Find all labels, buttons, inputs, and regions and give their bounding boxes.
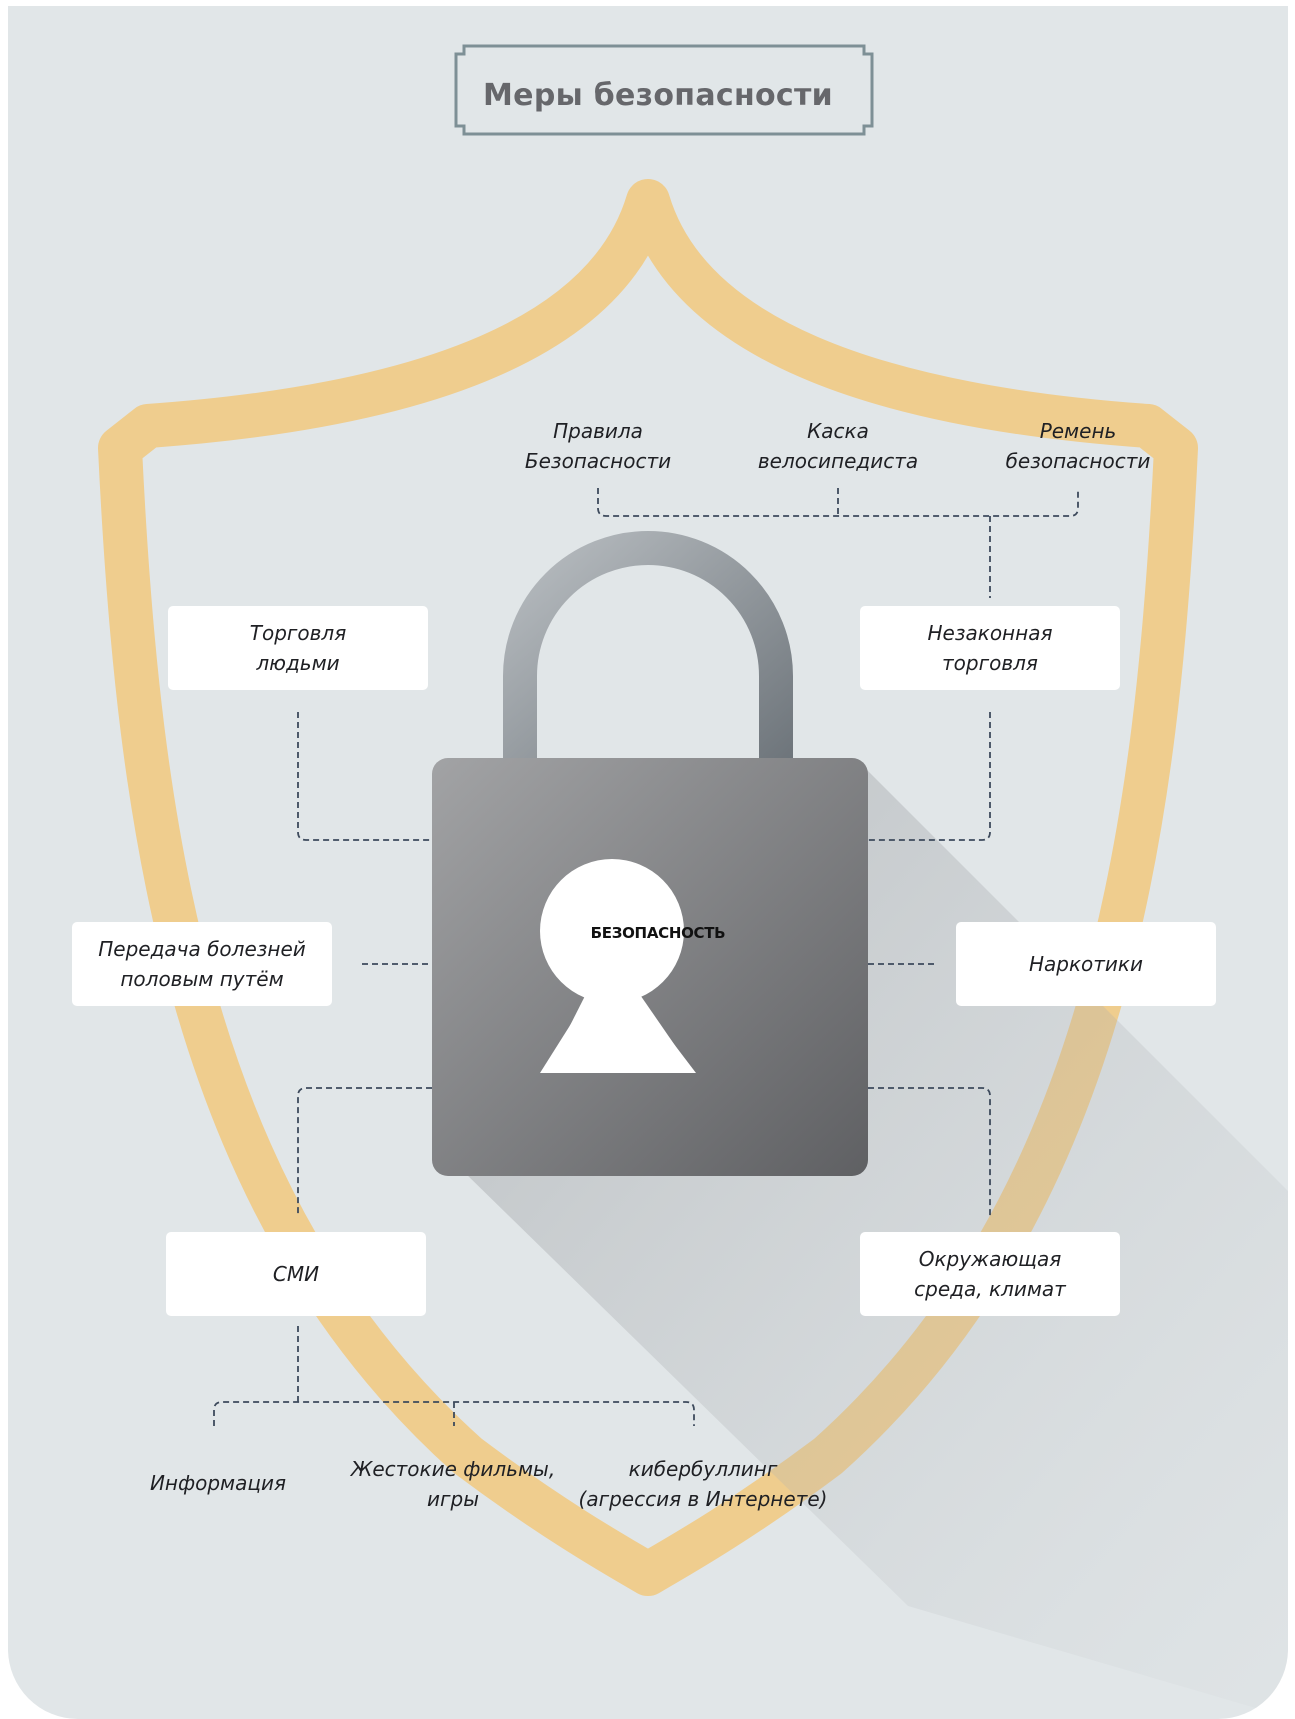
box-illegal-trade: Незаконная торговля (860, 606, 1120, 690)
page-title: Меры безопасности (483, 77, 833, 113)
box-label: Окружающая среда, климат (914, 1247, 1066, 1301)
box-environment: Окружающая среда, климат (860, 1232, 1120, 1316)
connectors (213, 488, 1079, 1426)
box-media: СМИ (166, 1232, 426, 1316)
media-item-cyberbullying: кибербуллинг (агрессия в Интернете) (578, 1457, 828, 1511)
box-label: СМИ (272, 1262, 320, 1286)
box-std: Передача болезней половым путём (72, 922, 332, 1006)
box-label: Торговля людьми (249, 621, 347, 675)
media-item-information: Информация (149, 1471, 287, 1495)
box-label: Передача болезней половым путём (98, 937, 306, 991)
keyhole (540, 859, 696, 1073)
box-label: Наркотики (1028, 952, 1144, 976)
top-item-seatbelt: Ремень безопасности (1005, 419, 1151, 473)
box-drugs: Наркотики (956, 922, 1216, 1006)
top-item-helmet: Каска велосипедиста (757, 419, 919, 473)
media-item-violent: Жестокие фильмы, игры (350, 1457, 556, 1511)
lock-shackle (503, 531, 793, 771)
center-label: БЕЗОПАСНОСТЬ (590, 924, 726, 942)
title-frame (454, 44, 874, 136)
diagram-panel: Меры безопасности Торговля людьми Незако… (8, 6, 1288, 1719)
box-label: Незаконная торговля (927, 621, 1053, 675)
box-human-trafficking: Торговля людьми (168, 606, 428, 690)
shield-outline (98, 179, 1198, 1596)
top-item-rules: Правила Безопасности (524, 419, 672, 473)
